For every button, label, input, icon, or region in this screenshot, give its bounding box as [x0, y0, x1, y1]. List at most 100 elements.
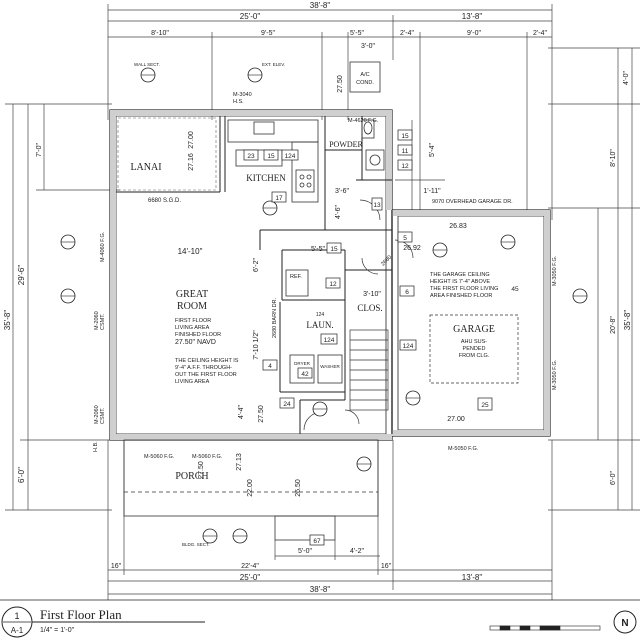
- dim-int-2: 27.16: [188, 153, 195, 171]
- tag-16: 24: [283, 401, 291, 408]
- dim-left-total: 35'-8": [3, 310, 12, 331]
- tag-12: 124: [403, 343, 414, 350]
- dim-int-11: 26.50: [295, 479, 302, 497]
- note-win-left2: M-2060: [94, 311, 100, 330]
- dim-right-sub2: 8'-10": [610, 149, 617, 167]
- note-win-right1: M-3050 F.G.: [552, 255, 558, 286]
- dim-right-sub1: 4'-0": [623, 71, 630, 85]
- tag-4: 15: [401, 133, 409, 140]
- tag-3: 17: [275, 195, 283, 202]
- note-win-top: M-3040: [233, 92, 252, 98]
- dim-top-total: 38'-8": [310, 1, 331, 10]
- tag-7: 5: [403, 235, 407, 242]
- dim-int-18: 4'-6": [335, 205, 342, 219]
- note-ref: REF.: [290, 274, 302, 280]
- note-win-left4: M-2060: [94, 405, 100, 424]
- dim-int-8: 27.50: [258, 405, 265, 423]
- note-gar-3: THE FIRST FLOOR LIVING: [430, 286, 498, 292]
- dim-int-4: 14'-10": [178, 247, 203, 256]
- note-ceil-2: 9'-4" A.F.F. THROUGH-: [175, 365, 232, 371]
- dim-top-left: 25'-0": [240, 12, 261, 21]
- dim-int-10: 22.00: [247, 479, 254, 497]
- powder-fixtures: [361, 119, 385, 171]
- dim-left-sub1: 7'-0": [36, 143, 43, 157]
- dim-int-9: 27.13: [236, 453, 243, 471]
- ahu-box: [429, 314, 519, 384]
- dim-left-lower: 6'-0": [17, 467, 26, 483]
- note-win-left5: CSMT.: [100, 407, 106, 424]
- tag-10: 12: [329, 281, 337, 288]
- note-ac-2: COND.: [356, 80, 374, 86]
- tag-17: 67: [313, 538, 321, 545]
- note-garage-door: 9070 OVERHEAD GARAGE DR.: [432, 199, 513, 205]
- note-win-porch1: M-5060 F.G.: [144, 454, 175, 460]
- dim-right-sub4: 6'-0": [610, 471, 617, 485]
- note-ceil-3: OUT THE FIRST FLOOR: [175, 372, 237, 378]
- note-gar-2: HEIGHT IS 7'-4" ABOVE: [430, 279, 490, 285]
- stair: [349, 329, 389, 411]
- note-gr-4: 27.50" NAVD: [175, 339, 216, 346]
- note-ext-elev: EXT. ELEV.: [262, 62, 285, 67]
- dim-top-sub5: 2'-4": [400, 30, 414, 37]
- title-block: [0, 599, 640, 638]
- note-win-powder: M-4620 F.G.: [348, 118, 379, 124]
- note-wall-sect: WALL SECT.: [134, 62, 160, 67]
- dim-bottom-right: 13'-8": [462, 573, 483, 582]
- room-great-1: GREAT: [176, 289, 208, 300]
- porch: [123, 439, 379, 541]
- note-gr-1: FIRST FLOOR: [175, 318, 211, 324]
- dim-int-6: 7'-10 1/2": [253, 330, 260, 360]
- interior-walls: [116, 116, 393, 434]
- dim-right-sub3: 20'-8": [610, 316, 617, 334]
- room-clos: CLOS.: [357, 303, 382, 313]
- note-ahu-3: FROM CLG.: [459, 353, 490, 359]
- note-gr-3: FINISHED FLOOR: [175, 332, 221, 338]
- dim-top-sub2: 9'-5": [261, 30, 275, 37]
- laundry-appliances: [285, 269, 343, 384]
- dim-top-sub6: 9'-0": [467, 30, 481, 37]
- room-kitchen: KITCHEN: [246, 173, 286, 183]
- dim-bottom-sub2: 22'-4": [241, 563, 259, 570]
- room-powder: POWDER: [329, 140, 363, 149]
- dim-int-3: 27.50: [337, 75, 344, 93]
- sheet-number: 1: [14, 611, 19, 621]
- wall-hatching: [110, 110, 550, 440]
- note-hb: H.B.: [93, 441, 99, 452]
- dim-bottom-sub3: 16": [381, 563, 392, 570]
- room-porch: PORCH: [175, 471, 208, 482]
- tag-15: 4: [268, 363, 272, 370]
- tag-8: 6: [405, 289, 409, 296]
- tag-20: 13: [373, 202, 381, 209]
- tag-14: 42: [301, 371, 309, 378]
- dim-right-total: 35'-8": [623, 310, 632, 331]
- ac-condenser-box: [349, 61, 381, 93]
- kitchen-counters: [227, 119, 319, 203]
- note-bldg-sect: BLDG. SECT.: [182, 542, 210, 547]
- tag-1: 15: [267, 153, 275, 160]
- dim-right-sub5: 5'-4": [429, 143, 436, 157]
- note-sgd: 6680 S.G.D.: [148, 198, 181, 204]
- note-win-garage: M-5050 F.G.: [448, 446, 479, 452]
- note-ahu-2: PENDED: [463, 346, 486, 352]
- tag-9: 15: [330, 246, 338, 253]
- dim-int-13: 26.92: [403, 245, 421, 252]
- tag-13: 124: [316, 312, 325, 318]
- tag-6: 12: [401, 163, 409, 170]
- tag-boxes: [243, 129, 493, 546]
- note-washer: WASHER: [320, 364, 340, 369]
- dim-top-sub4: 3'-0": [361, 43, 375, 50]
- dim-top-right: 13'-8": [462, 12, 483, 21]
- dim-int-19: 27.50: [198, 461, 205, 479]
- note-gr-2: LIVING AREA: [175, 325, 210, 331]
- tag-0: 23: [247, 153, 255, 160]
- plan-scale: 1/4" = 1'-0": [40, 627, 75, 634]
- dim-top-sub3: 5'-5": [350, 30, 364, 37]
- north-arrow-icon: [613, 610, 637, 634]
- note-ac-1: A/C: [360, 72, 369, 78]
- dim-bottom-sub5: 4'-2": [350, 548, 364, 555]
- room-lanai: LANAI: [130, 162, 161, 173]
- scale-bar: [489, 625, 601, 631]
- dim-int-12: 26.83: [449, 223, 467, 230]
- note-gar-4: AREA FINISHED FLOOR: [430, 293, 492, 299]
